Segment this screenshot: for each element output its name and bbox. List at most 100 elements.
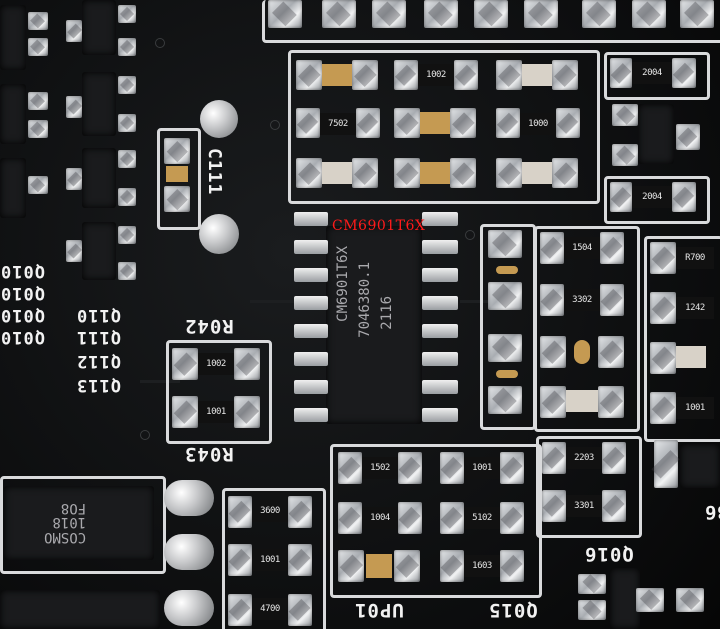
resistor-marking: 1002 [418,64,454,86]
solder-pad [164,186,190,212]
solder-pad [450,158,476,188]
transistor-package [0,5,26,70]
solder-pad [234,396,260,428]
solder-pad [440,502,464,534]
ic-pin [422,352,458,366]
solder-pad [118,226,136,244]
solder-pad [636,588,664,612]
solder-pad [650,342,676,374]
chip-marking: 7046380.1 [357,262,373,338]
transistor-package [82,0,116,55]
solder-pad [598,386,624,418]
solder-pad [488,282,522,310]
resistor-marking: 1004 [362,507,398,529]
label-q113: Q113 [76,375,121,395]
transistor-package [82,148,116,208]
solder-pad [228,496,252,528]
resistor-marking: 2004 [632,186,672,208]
solder-pad [676,124,700,150]
chip-marking-line-1: CM6901T6X [335,246,351,322]
solder-pad [600,284,624,316]
solder-pad [394,108,420,138]
resistor-marking: 7502 [320,113,356,135]
resistor-marking: 3301 [566,495,602,517]
chip-marking-line-3: 2116 [379,296,395,330]
solder-pad [500,550,524,582]
solder-pad [650,392,676,424]
solder-pad [352,60,378,90]
solder-pad [164,534,214,570]
resistor-marking: 1001 [252,549,288,571]
label-q015: Q015 [488,599,538,621]
chip-marking: 2116 [379,296,395,330]
solder-pad [598,336,624,368]
solder-pad [488,230,522,258]
opto-line-1: COSMO [44,529,87,546]
transistor-package [0,158,26,218]
ic-pin [294,352,328,366]
solder-pad [612,144,638,166]
overlay-part-label: CM6901T6X [332,218,426,234]
ic-pin [294,408,328,422]
solder-pad [542,490,566,522]
solder-pad [172,348,198,380]
solder-pad [600,232,624,264]
solder-pad [632,0,666,28]
solder-pad [394,60,418,90]
solder-pad [610,58,632,88]
silk-outline [644,236,720,442]
label-r043: R043 [184,443,234,465]
ic-pin [422,240,458,254]
resistor-marking: 1502 [362,457,398,479]
silk-outline [262,0,720,43]
ic-pin [294,380,328,394]
label-c111: C111 [204,148,225,196]
ic-pin [422,324,458,338]
resistor-marking: 2004 [632,62,672,84]
solder-pad [288,496,312,528]
resistor-marking: 5102 [464,507,500,529]
solder-pad [398,452,422,484]
transistor-package [638,104,674,164]
silk-outline [222,488,326,629]
label-q111: Q111 [76,327,121,347]
capacitor-body [496,266,518,274]
solder-pad [118,5,136,23]
resistor-marking: 2203 [566,447,602,469]
ic-pin [422,296,458,310]
silk-outline [330,444,542,598]
solder-pad [66,96,82,118]
solder-pad [552,60,578,90]
silk-outline [288,50,600,204]
test-point [200,100,238,138]
solder-pad [578,574,606,594]
ic-pin [294,324,328,338]
label-up01: UP01 [354,599,404,621]
solder-pad [440,550,464,582]
capacitor-body [496,370,518,378]
ic-pin [422,408,458,422]
label-q110: Q110 [76,305,121,325]
ic-pin [422,212,458,226]
solder-pad [496,108,520,138]
via-hole [155,38,165,48]
solder-pad [352,158,378,188]
ic-pin [294,268,328,282]
resistor-marking: 1504 [564,237,600,259]
solder-pad [650,292,676,324]
transistor-package [82,222,116,280]
solder-pad [338,550,364,582]
resistor-marking: 1603 [464,555,500,577]
label-q016: Q016 [584,543,634,565]
solder-pad [540,284,564,316]
solder-pad [172,396,198,428]
solder-pad [542,442,566,474]
solder-pad [496,60,522,90]
optocoupler: COSMO 1018 FO8 [4,486,154,560]
opto-line-2: 1018 [52,514,87,531]
solder-pad [322,0,356,28]
capacitor-body [522,162,552,184]
diode-body [680,444,720,488]
solder-pad [118,76,136,94]
